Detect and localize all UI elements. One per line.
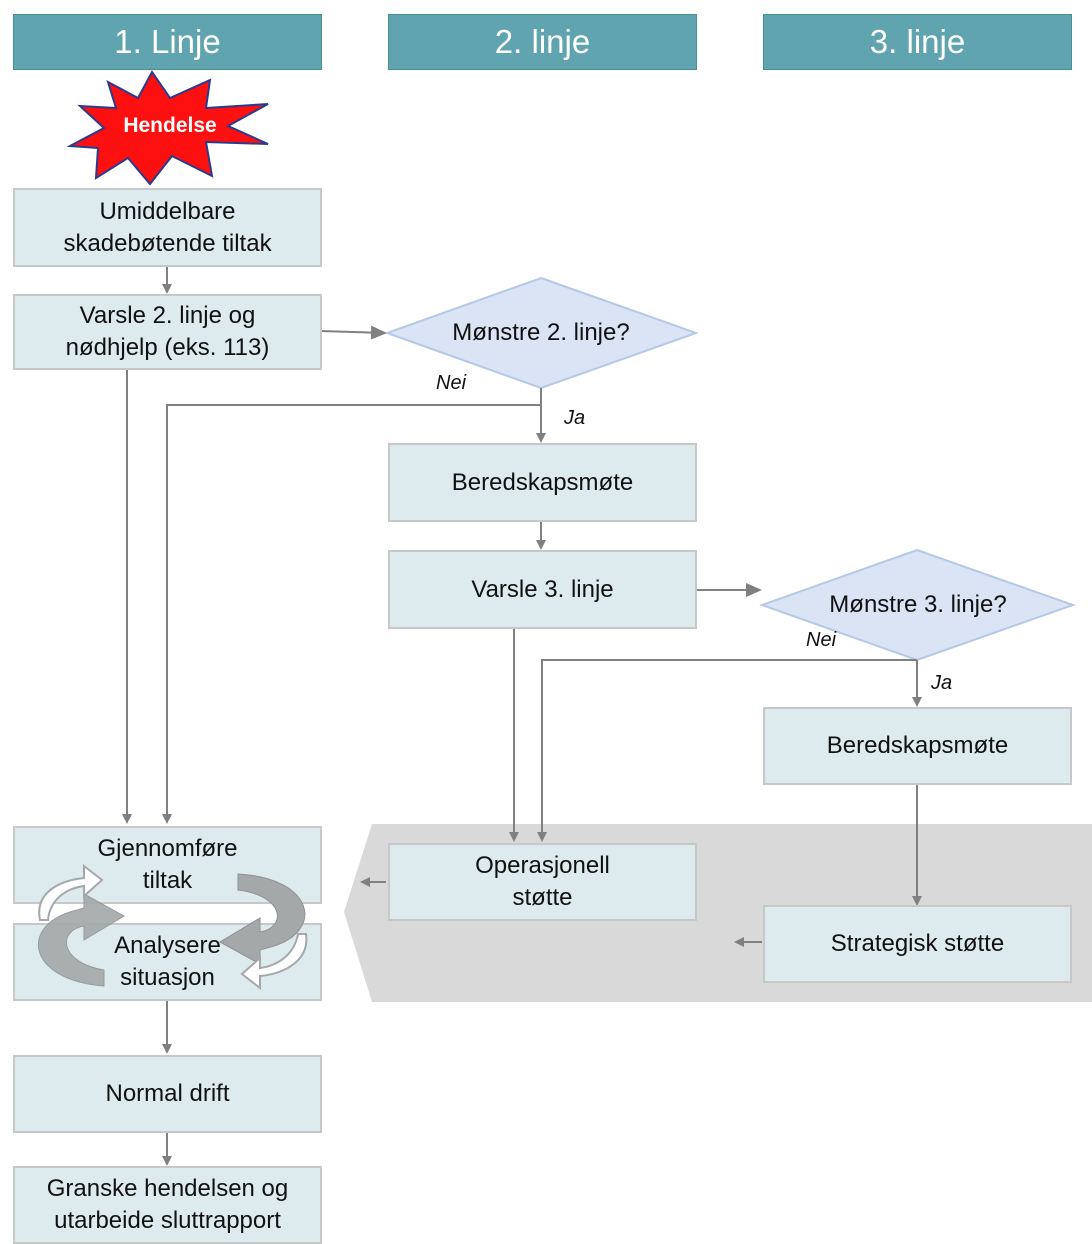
node-immediate-text: Umiddelbare skadebøtende tiltak [63,197,272,257]
node-investigate: Granske hendelsen og utarbeide sluttrapp… [13,1166,322,1244]
node-preparedness-1: Beredskapsmøte [388,443,697,522]
decision-muster-2-text: Mønstre 2. linje? [452,319,630,346]
branch-yes-3: Ja [931,672,953,694]
header-line-2: 2. linje [388,14,697,70]
node-operational-support-text: Operasjonell støtte [475,852,610,911]
arrow-muster2-no [162,388,542,824]
arrow-muster3-no [537,659,917,842]
node-notify-2: Varsle 2. linje og nødhjelp (eks. 113) [13,294,322,370]
event-burst [66,70,269,186]
branch-yes-2: Ja [564,407,586,429]
node-investigate-text: Granske hendelsen og utarbeide sluttrapp… [46,1175,289,1234]
node-notify-3: Varsle 3. linje [388,550,697,629]
header-line-3: 3. linje [763,14,1072,70]
cycle-arrows-icon [37,863,308,991]
arrow-notify-to-muster2 [319,325,387,340]
node-normal-operation: Normal drift [13,1055,322,1133]
branch-no-2: Nei [436,372,467,394]
header-line-2-label: 2. linje [494,23,591,60]
node-strategic-support-text: Strategisk støtte [830,930,1005,957]
node-preparedness-1-text: Beredskapsmøte [451,468,634,496]
node-strategic-support: Strategisk støtte [763,905,1072,983]
node-operational-support: Operasjonell støtte [388,843,697,921]
event-label: Hendelse [123,114,217,137]
node-notify-3-text: Varsle 3. linje [471,575,614,603]
node-analyse-text: Analysere situasjon [114,932,221,991]
header-line-1: 1. Linje [13,14,322,70]
node-execute-text: Gjennomføre tiltak [97,835,238,894]
decision-muster-3-text: Mønstre 3. linje? [829,591,1007,618]
node-preparedness-2-text: Beredskapsmøte [826,732,1009,759]
branch-no-3: Nei [806,629,837,651]
node-immediate: Umiddelbare skadebøtende tiltak [13,188,322,267]
node-notify-2-text: Varsle 2. linje og nødhjelp (eks. 113) [65,302,270,361]
header-line-3-label: 3. linje [869,23,966,60]
node-preparedness-2: Beredskapsmøte [763,707,1072,785]
node-normal-operation-text: Normal drift [105,1080,230,1107]
header-line-1-label: 1. Linje [114,23,221,60]
